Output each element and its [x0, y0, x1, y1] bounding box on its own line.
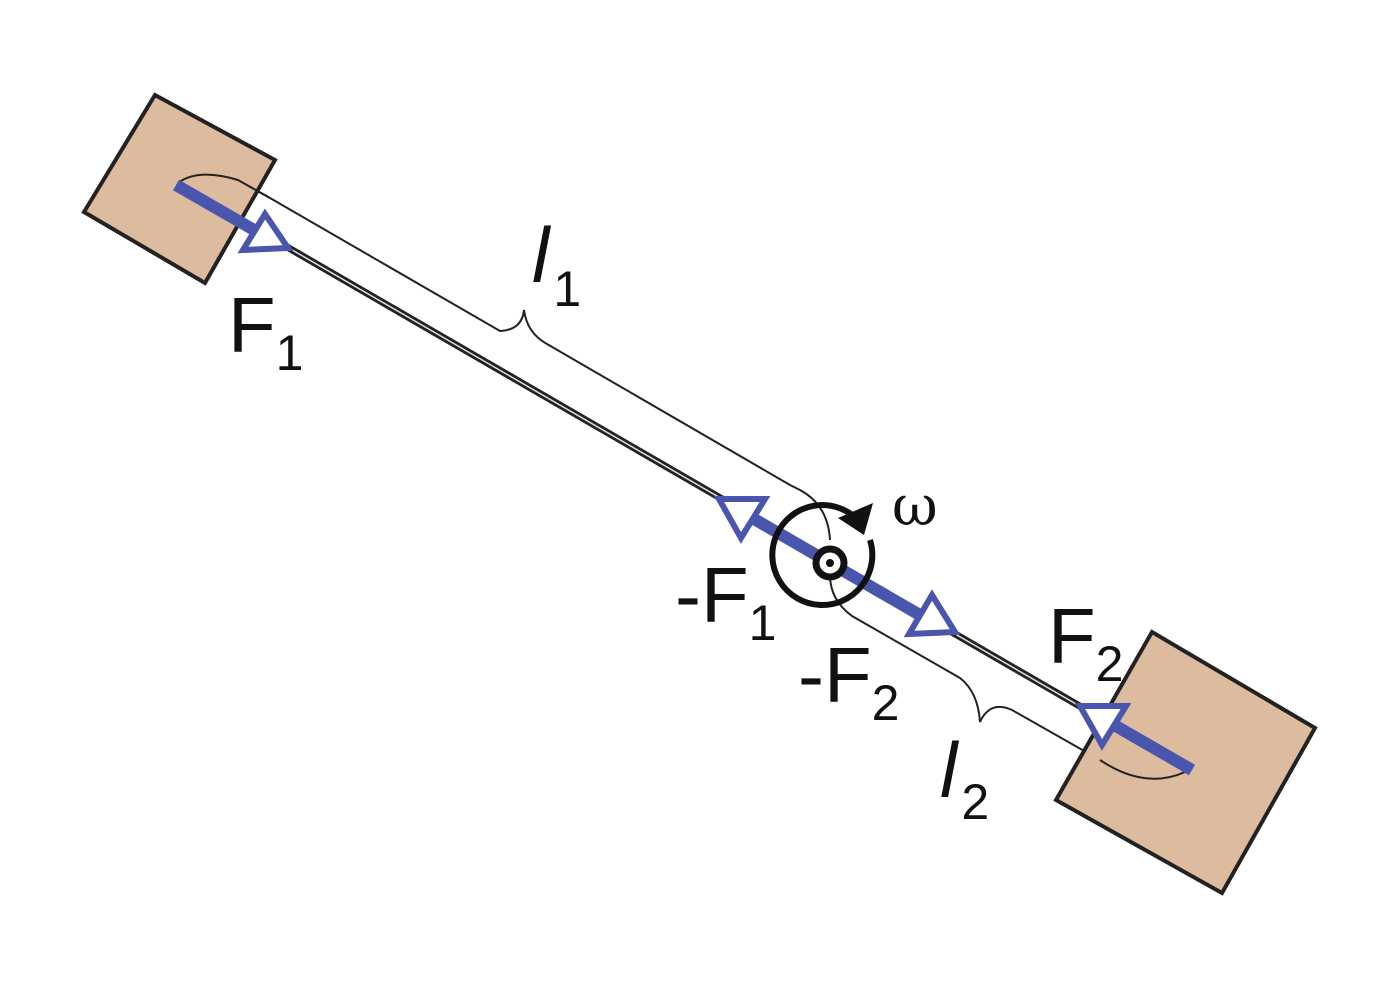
- pivot: [812, 545, 848, 581]
- arrowhead-f1: [237, 208, 294, 254]
- rotation-arrowhead: [838, 503, 873, 535]
- label-omega: ω: [892, 474, 938, 539]
- force-vector-f2: [1074, 703, 1196, 776]
- rod: [176, 181, 1194, 774]
- l1-dimension-tail: [177, 173, 271, 199]
- arrowhead-neg-f1: [713, 496, 771, 544]
- arrowhead-neg-f2: [903, 589, 961, 638]
- label-l1: l1: [532, 211, 581, 317]
- rotation-arrow-omega: [769, 502, 876, 609]
- label-f1: F1: [228, 281, 303, 381]
- l2-dimension-tail: [1099, 759, 1186, 780]
- label-neg-f2: -F2: [798, 631, 899, 731]
- label-l2: l2: [940, 726, 989, 830]
- force-vector-neg-f2: [826, 557, 961, 638]
- arrowhead-f2: [1074, 703, 1132, 751]
- label-f2: F2: [1048, 592, 1123, 692]
- label-neg-f1: -F1: [675, 551, 776, 651]
- force-vector-f1: [173, 179, 294, 254]
